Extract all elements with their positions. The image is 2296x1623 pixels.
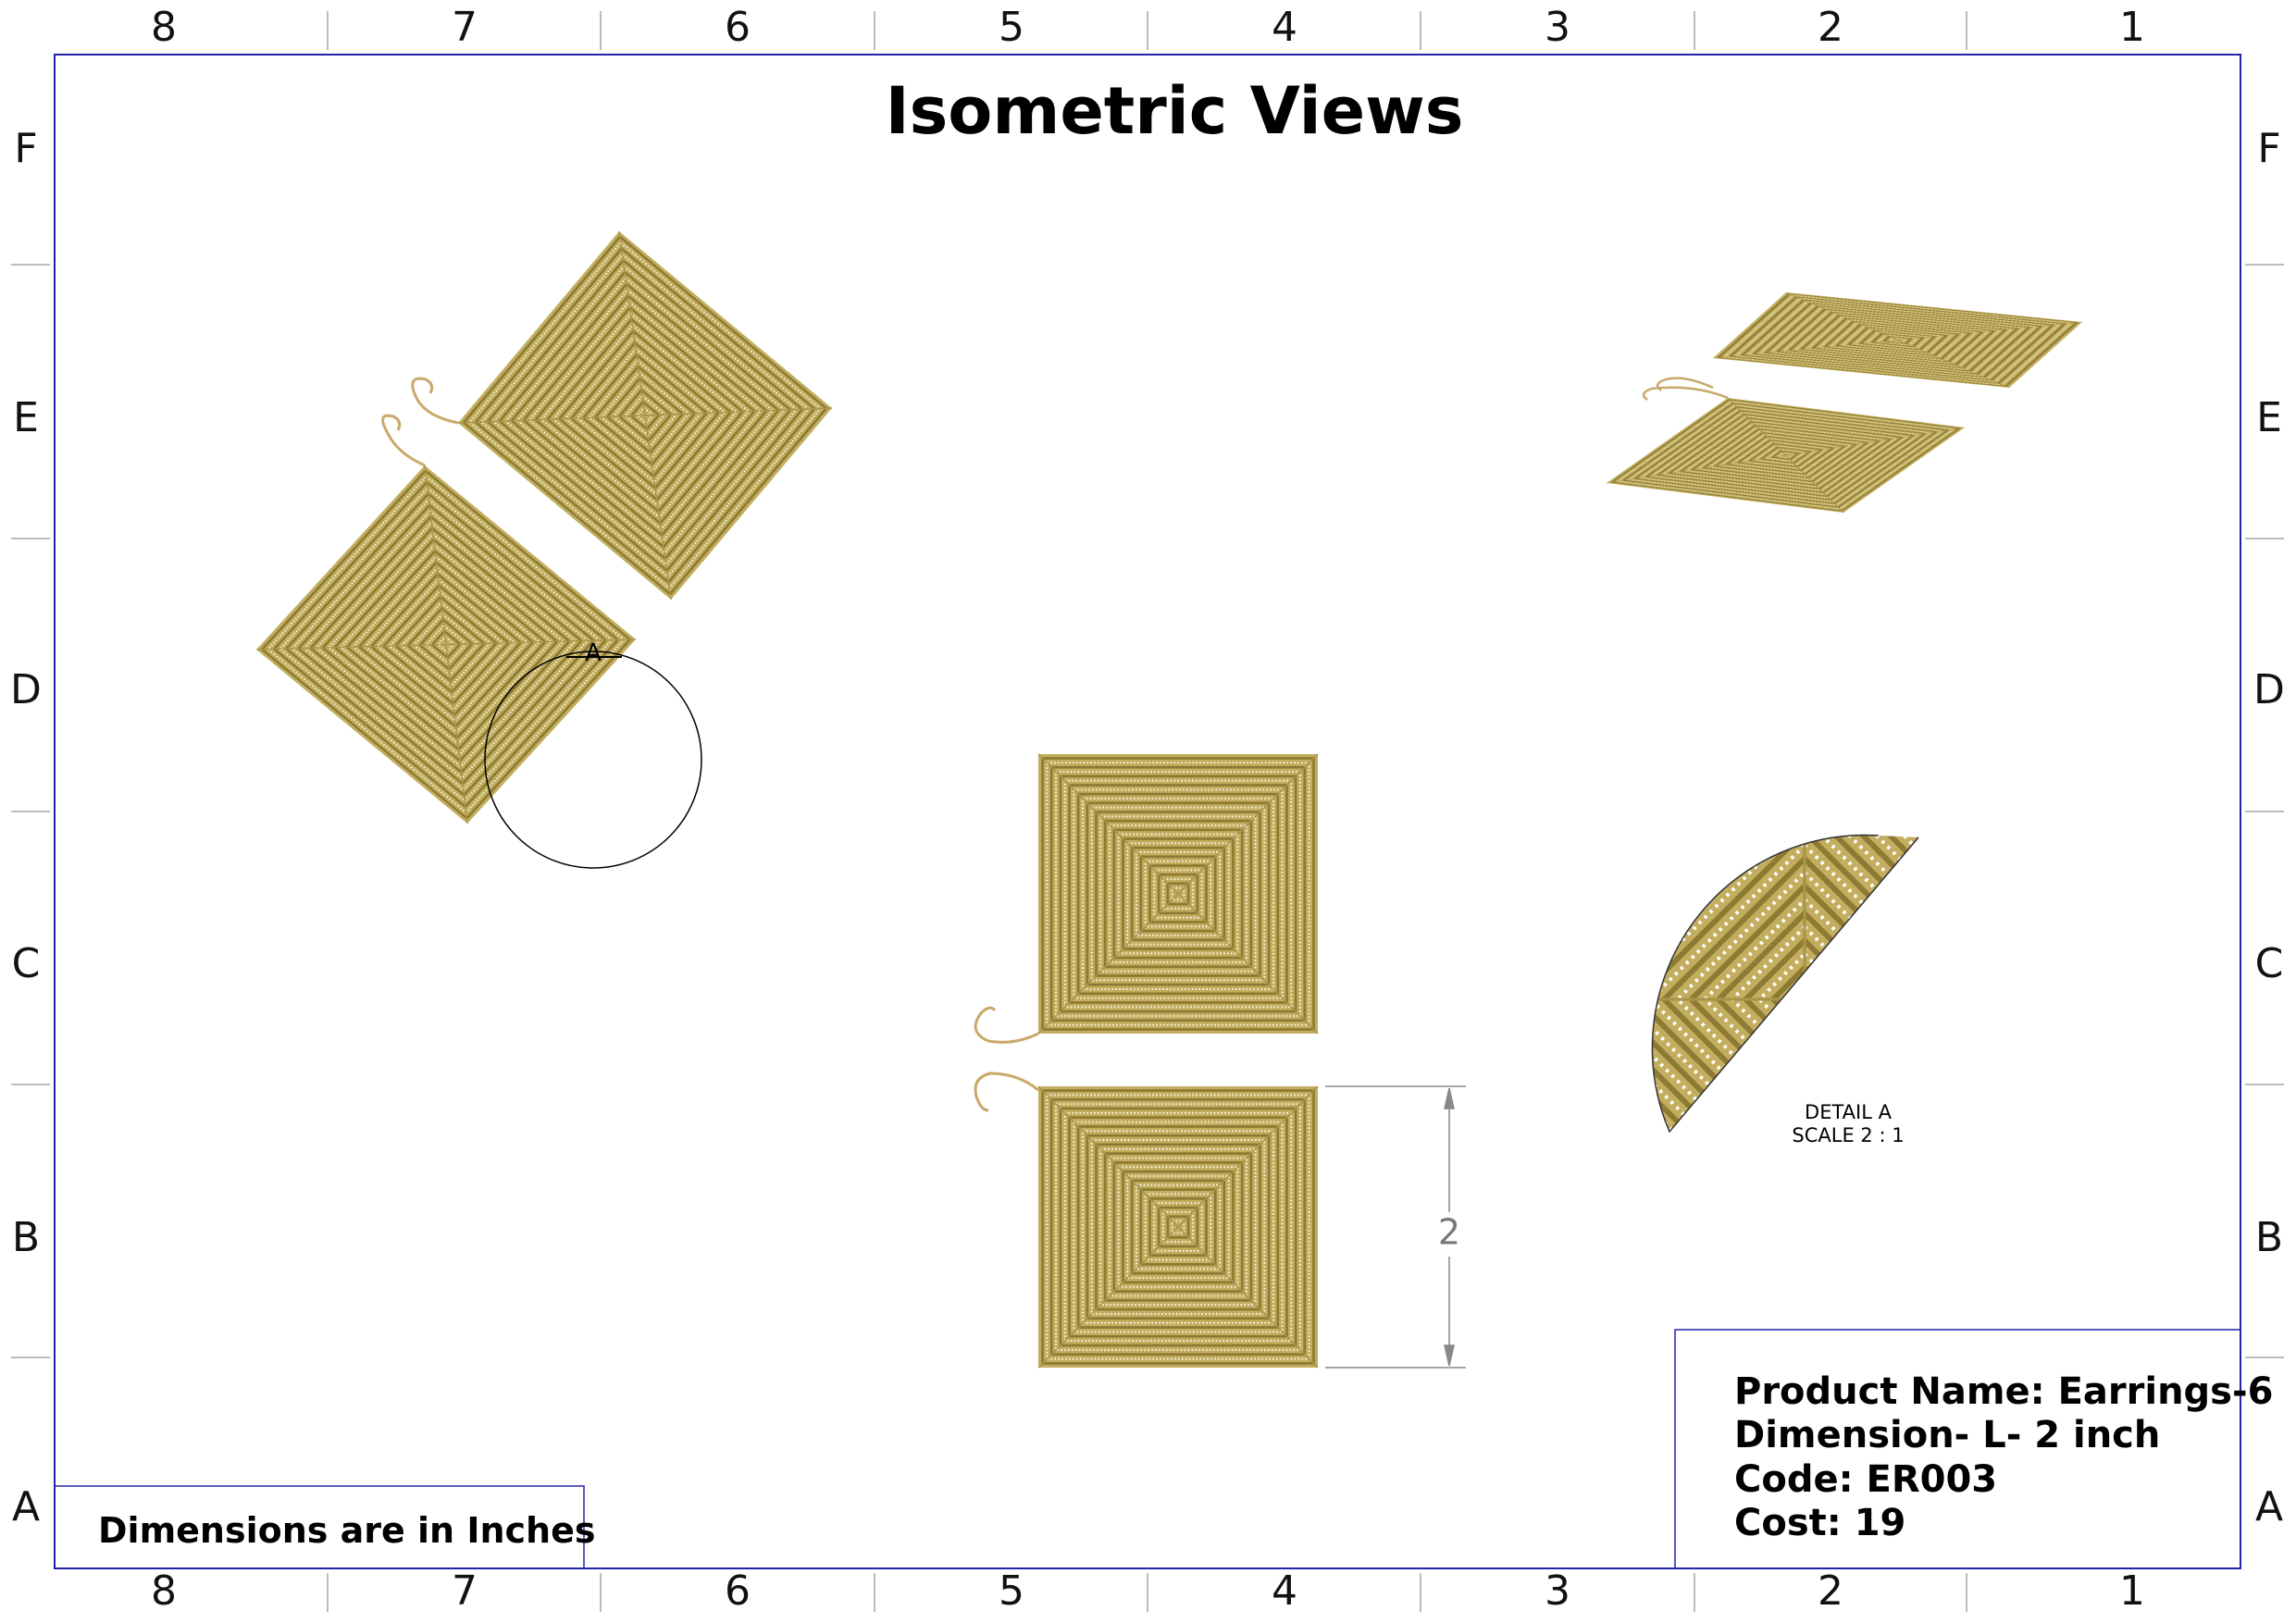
column-zone-label: 4 <box>1272 4 1297 51</box>
column-zone-label: 7 <box>452 1567 478 1615</box>
isometric-earring-lower <box>254 414 638 825</box>
column-zone-label: 7 <box>452 4 478 51</box>
column-zone-label: 2 <box>1818 1567 1843 1615</box>
detail-view <box>1379 574 2230 1425</box>
product-dimension: Dimension- L- 2 inch <box>1734 1414 2160 1456</box>
column-zone-label: 5 <box>999 1567 1024 1615</box>
row-zone-label: A <box>2255 1483 2283 1530</box>
column-zone-label: 3 <box>1545 1567 1570 1615</box>
row-zone-label: B <box>12 1214 40 1261</box>
product-cost: Cost: 19 <box>1734 1502 1905 1544</box>
hook-icon <box>411 377 459 425</box>
units-note: Dimensions are in Inches <box>98 1510 596 1551</box>
detail-callout-label: A <box>585 639 602 667</box>
isometric-earring-upper <box>411 229 834 601</box>
detail-scale: SCALE 2 : 1 <box>1792 1124 1904 1146</box>
row-zone-label: E <box>2256 394 2282 441</box>
row-zone-label: B <box>2255 1214 2283 1261</box>
top-view-earring-upper <box>974 752 1320 1044</box>
length-dimension <box>1325 1085 1466 1369</box>
hook-icon <box>974 1072 1039 1112</box>
sheet-title: Isometric Views <box>886 73 1464 149</box>
product-name: Product Name: Earrings-6 <box>1734 1370 2273 1413</box>
trimetric-earring-upper <box>1711 291 2084 390</box>
detail-title: DETAIL A <box>1805 1101 1893 1123</box>
column-zone-label: 4 <box>1272 1567 1297 1615</box>
hook-icon <box>381 414 426 467</box>
hook-icon <box>1642 386 1729 402</box>
dimension-value: 2 <box>1438 1212 1460 1253</box>
row-zone-label: D <box>10 666 42 713</box>
detail-circle <box>484 650 702 869</box>
row-zone-label: C <box>2255 940 2284 987</box>
hook-icon <box>974 1006 1039 1044</box>
product-code: Code: ER003 <box>1734 1458 1997 1501</box>
column-zone-label: 1 <box>2119 4 2145 51</box>
row-zone-label: F <box>2257 125 2280 172</box>
column-zone-label: 5 <box>999 4 1024 51</box>
column-zone-label: 6 <box>725 4 751 51</box>
row-zone-label: A <box>12 1483 40 1530</box>
column-zone-label: 6 <box>725 1567 751 1615</box>
row-zone-label: E <box>13 394 39 441</box>
column-zone-label: 8 <box>151 4 177 51</box>
column-zone-label: 1 <box>2119 1567 2145 1615</box>
row-zone-label: D <box>2253 666 2285 713</box>
units-note-box <box>54 1485 585 1569</box>
row-zone-label: C <box>12 940 41 987</box>
title-block <box>1674 1329 2241 1569</box>
top-view-earring-lower <box>974 1072 1320 1369</box>
column-zone-label: 3 <box>1545 4 1570 51</box>
trimetric-earring-lower <box>1605 396 1967 514</box>
column-zone-label: 8 <box>151 1567 177 1615</box>
drawing-border <box>54 54 2241 1569</box>
column-zone-label: 2 <box>1818 4 1843 51</box>
hook-icon <box>1656 377 1714 392</box>
row-zone-label: F <box>14 125 37 172</box>
